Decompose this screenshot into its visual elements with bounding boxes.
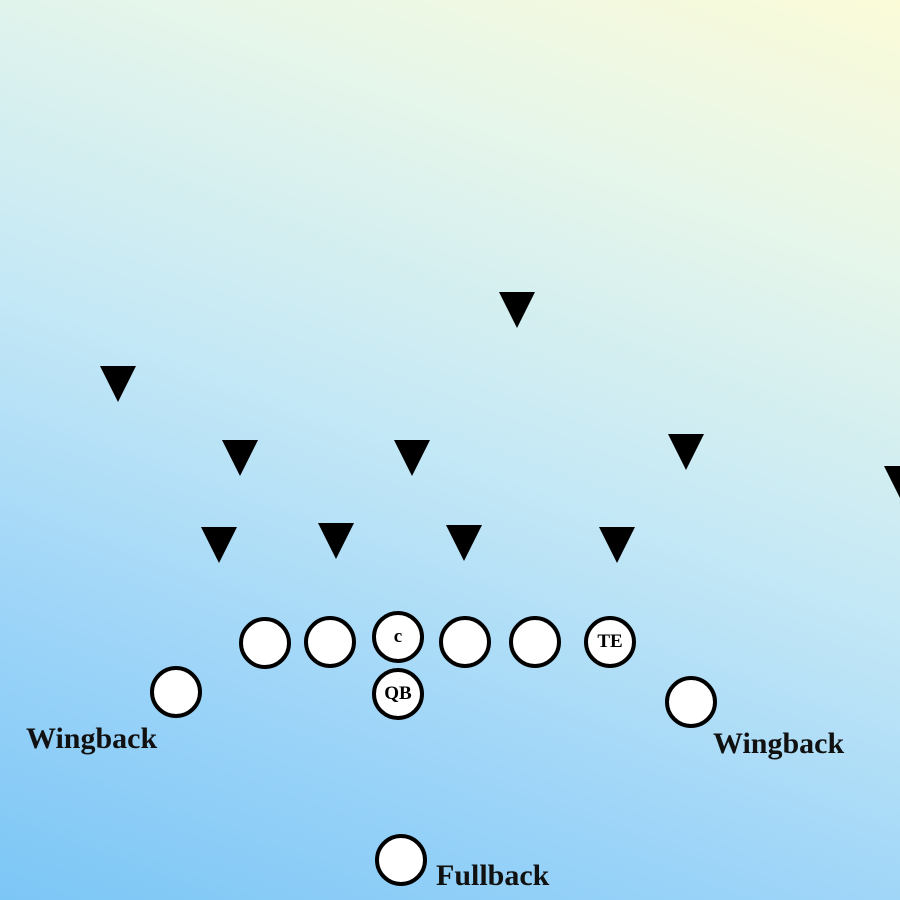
defender-linebacker-middle [394,440,430,476]
defender-linebacker-left [222,440,258,476]
tight-end-label: TE [597,631,623,652]
offensive-lineman-left-guard [304,616,356,668]
left-wingback [150,666,202,718]
defender-line-1 [201,527,237,563]
offensive-lineman-left-tackle [239,617,291,669]
tight-end: TE [584,616,636,668]
defender-linebacker-right [668,434,704,470]
defender-line-3 [446,525,482,561]
left-wingback-label: Wingback [26,722,158,755]
defender-deep-left [100,366,136,402]
defender-line-2 [318,523,354,559]
center-label: c [393,626,403,647]
fullback-label: Fullback [436,859,550,892]
offensive-lineman-center: c [372,611,424,663]
defender-deep-middle [499,292,535,328]
defender-line-4 [599,527,635,563]
offensive-lineman-right-guard [439,616,491,668]
defender-edge-right [884,466,900,502]
quarterback-label: QB [384,683,412,704]
quarterback: QB [372,668,424,720]
right-wingback-label: Wingback [713,727,845,760]
fullback [375,834,427,886]
offensive-lineman-right-tackle [509,616,561,668]
right-wingback [665,676,717,728]
